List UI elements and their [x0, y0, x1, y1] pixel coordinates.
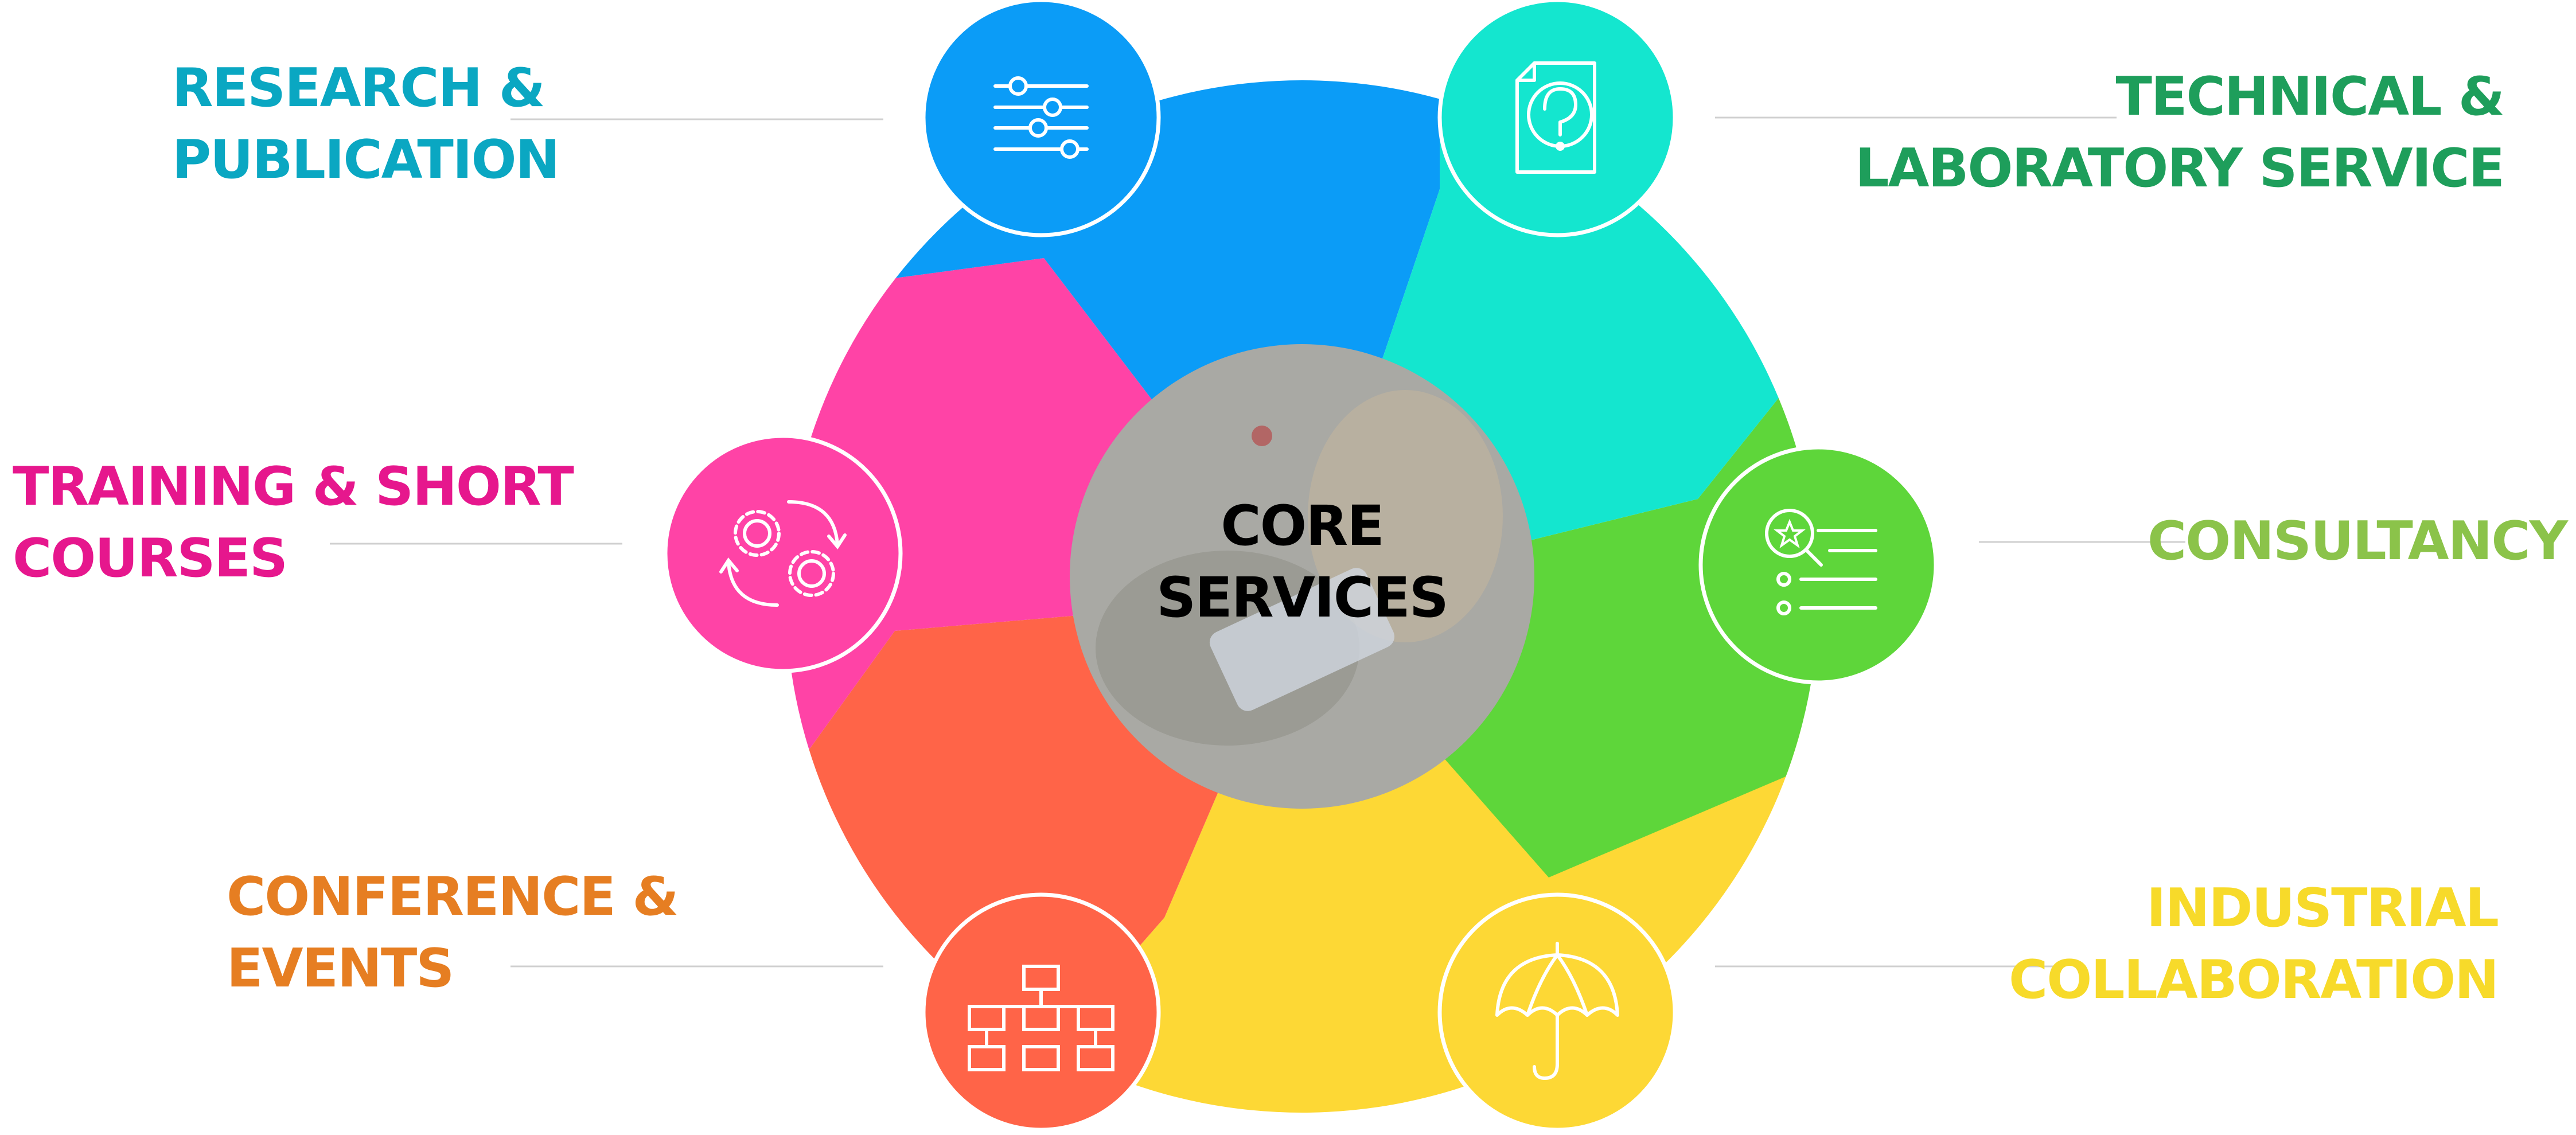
- label-conference: CONFERENCE & EVENTS: [227, 865, 679, 999]
- icon-node-technical[interactable]: [1437, 0, 1677, 237]
- label-technical-line1: TECHNICAL &: [2116, 65, 2504, 127]
- umbrella-icon: [1495, 942, 1619, 1080]
- icon-node-research[interactable]: [921, 0, 1161, 237]
- label-research-line2: PUBLICATION: [172, 128, 559, 190]
- label-training-line2: COURSES: [13, 527, 287, 589]
- document-question-icon: [1515, 61, 1596, 174]
- label-consultancy-line1: CONSULTANCY: [2148, 510, 2569, 572]
- label-industrial-line2: COLLABORATION: [2009, 949, 2498, 1011]
- label-conference-line1: CONFERENCE &: [227, 865, 677, 927]
- label-research: RESEARCH & PUBLICATION: [172, 57, 560, 190]
- label-training-line1: TRAINING & SHORT: [13, 455, 574, 517]
- segment-training: [786, 258, 1302, 837]
- label-industrial: INDUSTRIAL COLLABORATION: [2009, 877, 2499, 1011]
- icon-node-conference[interactable]: [921, 892, 1161, 1132]
- label-industrial-line1: INDUSTRIAL: [2146, 877, 2498, 939]
- search-list-icon: [1765, 509, 1877, 615]
- connector-lines: [330, 116, 2185, 968]
- sliders-icon: [993, 76, 1089, 159]
- center-photo-device: [1209, 568, 1395, 711]
- label-technical: TECHNICAL & LABORATORY SERVICE: [1855, 65, 2505, 199]
- label-consultancy: CONSULTANCY: [2148, 510, 2570, 572]
- icon-node-consultancy[interactable]: [1698, 445, 1938, 685]
- label-technical-line2: LABORATORY SERVICE: [1855, 137, 2504, 199]
- center-circle: CORE SERVICES: [1070, 344, 1534, 809]
- label-training: TRAINING & SHORT COURSES: [13, 455, 575, 589]
- icon-node-training[interactable]: [663, 434, 903, 673]
- label-research-line1: RESEARCH &: [172, 57, 544, 119]
- gears-cycle-icon: [719, 500, 847, 607]
- center-title-line2: SERVICES: [1156, 565, 1448, 630]
- label-conference-line2: EVENTS: [227, 937, 453, 999]
- icon-node-industrial[interactable]: [1437, 892, 1677, 1132]
- center-title-line1: CORE: [1221, 494, 1384, 558]
- org-chart-icon: [968, 965, 1114, 1071]
